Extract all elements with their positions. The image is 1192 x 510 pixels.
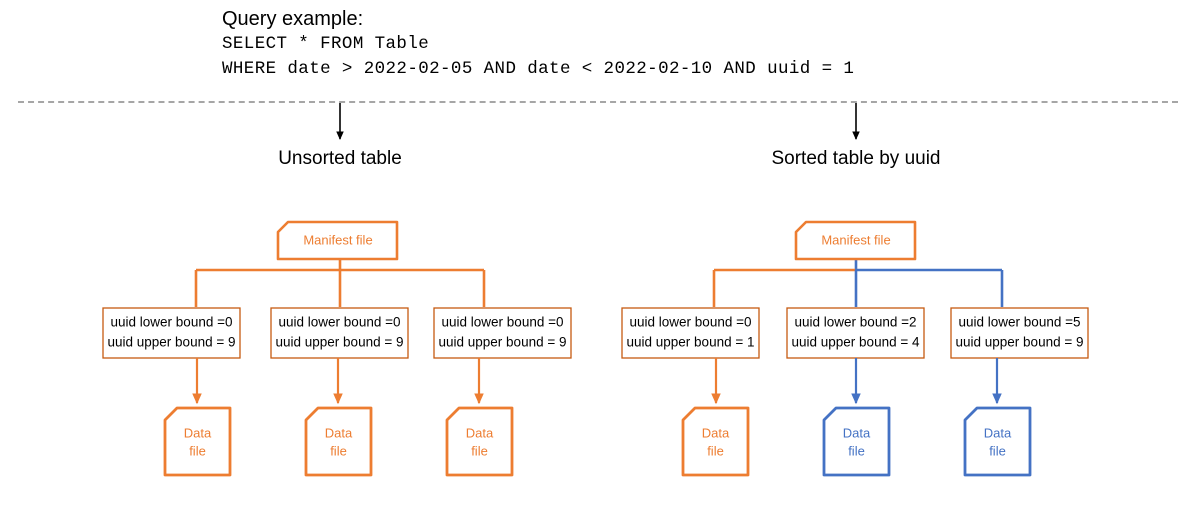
panel-unsorted: Manifest file uuid lower bound =0 uuid u… — [102, 220, 572, 477]
data-file-node-sorted-3[interactable]: Data file — [963, 406, 1032, 477]
bounds-lower-sorted-3: uuid lower bound =5 — [959, 315, 1081, 330]
bounds-lower-unsorted-3: uuid lower bound =0 — [442, 315, 564, 330]
bounds-box-unsorted-2[interactable]: uuid lower bound =0 uuid upper bound = 9 — [270, 307, 409, 359]
data-file-label-unsorted-2b: file — [330, 443, 347, 458]
bounds-upper-unsorted-3: uuid upper bound = 9 — [439, 335, 567, 350]
panel-sorted: Manifest file uuid lower bound =0 uuid u… — [621, 220, 1089, 477]
data-file-label-sorted-3a: Data — [984, 425, 1012, 440]
query-line-2: WHERE date > 2022-02-05 AND date < 2022-… — [222, 59, 855, 79]
data-file-label-unsorted-3a: Data — [466, 425, 494, 440]
manifest-file-node-sorted[interactable]: Manifest file — [794, 220, 917, 261]
section-divider — [18, 101, 1178, 103]
data-file-label-unsorted-3b: file — [471, 443, 488, 458]
bounds-lower-unsorted-2: uuid lower bound =0 — [279, 315, 401, 330]
data-file-label-sorted-2a: Data — [843, 425, 871, 440]
bounds-box-unsorted-1[interactable]: uuid lower bound =0 uuid upper bound = 9 — [102, 307, 241, 359]
data-file-label-unsorted-2a: Data — [325, 425, 353, 440]
query-title: Query example: — [222, 8, 364, 30]
bounds-box-sorted-3[interactable]: uuid lower bound =5 uuid upper bound = 9 — [950, 307, 1089, 359]
data-file-label-sorted-1b: file — [707, 443, 724, 458]
bounds-box-sorted-1[interactable]: uuid lower bound =0 uuid upper bound = 1 — [621, 307, 760, 359]
data-file-node-unsorted-2[interactable]: Data file — [304, 406, 373, 477]
manifest-file-node-unsorted[interactable]: Manifest file — [276, 220, 399, 261]
connector-bus-sorted — [712, 259, 1004, 307]
query-example-block: Query example: SELECT * FROM Table WHERE… — [222, 6, 1122, 82]
bounds-upper-sorted-3: uuid upper bound = 9 — [956, 335, 1084, 350]
bounds-lower-unsorted-1: uuid lower bound =0 — [111, 315, 233, 330]
bounds-upper-unsorted-1: uuid upper bound = 9 — [108, 335, 236, 350]
bounds-lower-sorted-2: uuid lower bound =2 — [795, 315, 917, 330]
bounds-lower-sorted-1: uuid lower bound =0 — [630, 315, 752, 330]
data-file-label-sorted-2b: file — [848, 443, 865, 458]
heading-unsorted-table: Unsorted table — [278, 148, 402, 169]
bounds-box-unsorted-3[interactable]: uuid lower bound =0 uuid upper bound = 9 — [433, 307, 572, 359]
manifest-file-label-sorted: Manifest file — [821, 232, 890, 247]
bounds-upper-unsorted-2: uuid upper bound = 9 — [276, 335, 404, 350]
bounds-upper-sorted-2: uuid upper bound = 4 — [792, 335, 920, 350]
bounds-upper-sorted-1: uuid upper bound = 1 — [627, 335, 755, 350]
manifest-file-label-unsorted: Manifest file — [303, 232, 372, 247]
heading-sorted-table: Sorted table by uuid — [771, 148, 941, 169]
data-file-node-unsorted-3[interactable]: Data file — [445, 406, 514, 477]
data-file-node-sorted-1[interactable]: Data file — [681, 406, 750, 477]
data-file-node-sorted-2[interactable]: Data file — [822, 406, 891, 477]
query-line-1: SELECT * FROM Table — [222, 34, 430, 54]
data-file-label-sorted-3b: file — [989, 443, 1006, 458]
data-file-label-unsorted-1a: Data — [184, 425, 212, 440]
data-file-label-unsorted-1b: file — [189, 443, 206, 458]
bounds-box-sorted-2[interactable]: uuid lower bound =2 uuid upper bound = 4 — [786, 307, 925, 359]
connector-bus-unsorted — [194, 259, 486, 307]
data-file-label-sorted-1a: Data — [702, 425, 730, 440]
data-file-node-unsorted-1[interactable]: Data file — [163, 406, 232, 477]
